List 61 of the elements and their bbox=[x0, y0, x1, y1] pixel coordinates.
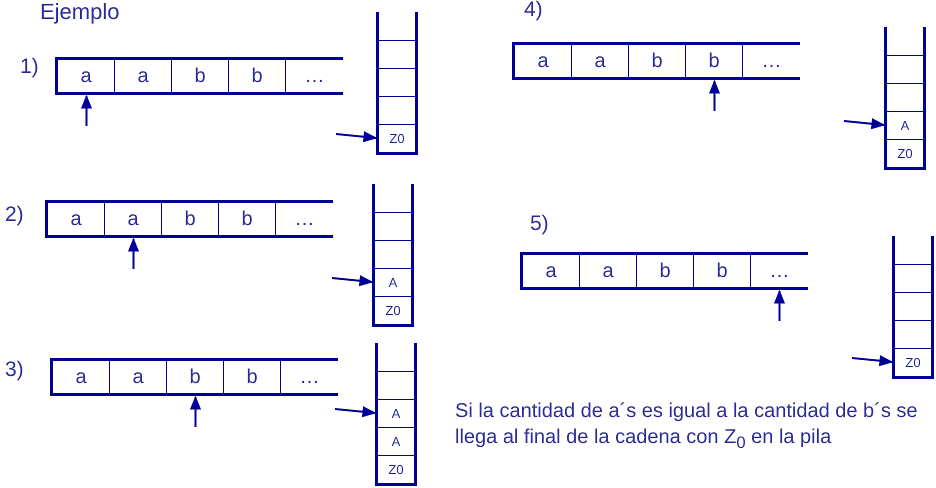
tape-symbol: … bbox=[300, 366, 320, 388]
tape-symbol: b bbox=[716, 260, 728, 282]
stack-pointer-arrow bbox=[334, 406, 376, 418]
input-tape bbox=[512, 42, 800, 80]
stack bbox=[372, 184, 414, 327]
tape-symbol: a bbox=[545, 260, 557, 282]
title: Ejemplo bbox=[40, 0, 120, 24]
stack bbox=[892, 236, 934, 379]
tape-symbol: b bbox=[189, 366, 201, 388]
head-arrow bbox=[190, 396, 202, 427]
tape-symbol: a bbox=[137, 64, 149, 88]
tape-symbol: b bbox=[246, 366, 258, 388]
input-tape bbox=[520, 252, 808, 290]
input-tape bbox=[55, 57, 343, 95]
tape-symbol: b bbox=[659, 260, 671, 282]
stack-pointer-arrow bbox=[844, 118, 886, 130]
tape-symbol: b bbox=[251, 64, 263, 88]
step-number: 4) bbox=[524, 0, 543, 22]
step-number: 2) bbox=[5, 203, 24, 227]
head-arrow bbox=[708, 80, 720, 111]
stack-symbol: Z0 bbox=[385, 303, 401, 318]
stack bbox=[375, 343, 417, 486]
tape-symbol: b bbox=[241, 208, 253, 230]
tape-symbol: a bbox=[132, 366, 144, 388]
tape-symbol: a bbox=[127, 208, 139, 230]
stack-symbol: A bbox=[392, 434, 400, 449]
stack bbox=[884, 27, 926, 170]
stack-pointer-arrow bbox=[336, 131, 378, 142]
note-text: Si la cantidad de a´s es igual a la cantidad de b´s se llega al final de la cadena con Z$_{0}$ en la pila bbox=[455, 399, 919, 454]
tape-symbol: b bbox=[708, 50, 720, 72]
stack-symbol: A bbox=[392, 406, 400, 421]
stack-symbol: Z0 bbox=[905, 355, 921, 370]
stack-symbol: A bbox=[900, 118, 910, 133]
tape-symbol: … bbox=[770, 260, 790, 282]
tape-symbol: a bbox=[594, 50, 606, 72]
stack-symbol: A bbox=[388, 275, 398, 290]
head-arrow bbox=[80, 94, 92, 126]
tape-symbol: a bbox=[80, 64, 92, 88]
tape-symbol: a bbox=[70, 208, 82, 230]
stack bbox=[376, 12, 418, 155]
tape-symbol: b bbox=[184, 208, 196, 230]
tape-symbol: a bbox=[602, 260, 614, 282]
tape-symbol: a bbox=[75, 366, 87, 388]
input-tape bbox=[45, 200, 333, 238]
stack-symbol: Z0 bbox=[388, 462, 404, 477]
tape-symbol: … bbox=[304, 64, 324, 88]
stack-pointer-arrow bbox=[852, 355, 894, 366]
stack-symbol: Z0 bbox=[897, 146, 913, 161]
stack-pointer-arrow bbox=[332, 275, 374, 286]
tape-symbol: … bbox=[294, 208, 314, 230]
tape-symbol: a bbox=[537, 50, 549, 72]
step-number: 1) bbox=[20, 55, 39, 79]
tape-symbol: … bbox=[762, 50, 782, 72]
tape-symbol: b bbox=[651, 50, 663, 72]
step-number: 3) bbox=[5, 358, 24, 382]
head-arrow bbox=[774, 290, 786, 321]
stack-symbol: Z0 bbox=[389, 131, 405, 146]
head-arrow bbox=[128, 238, 140, 269]
input-tape bbox=[50, 358, 338, 396]
tape-symbol: b bbox=[194, 64, 206, 88]
step-number: 5) bbox=[530, 212, 549, 236]
